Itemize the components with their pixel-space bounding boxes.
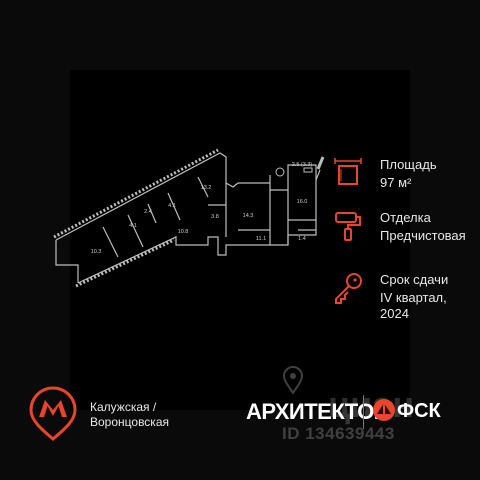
metro-station-line1: Калужская / <box>90 400 157 414</box>
plan-outer-wall-top <box>55 152 239 241</box>
metro-m-icon <box>29 386 77 441</box>
room-label: 3.8 <box>211 214 219 220</box>
watermark-logo: циан <box>328 384 415 425</box>
project-logo: АРХИТЕКТОР <box>246 399 388 424</box>
developer-logo-icon <box>373 399 395 421</box>
metro-station-line2: Воронцовская <box>90 415 169 429</box>
plan-outer-wall-right <box>269 164 317 191</box>
finish-value: Предчистовая <box>380 228 466 243</box>
finish-label: Отделка <box>380 210 431 225</box>
deadline-value-line2: 2024 <box>380 306 409 321</box>
metro-station: Калужская / Воронцовская <box>90 400 169 430</box>
area-value: 97 м² <box>380 175 412 190</box>
plan-outer-wall-bottom <box>77 169 321 284</box>
location-pin-icon <box>282 366 304 394</box>
area-label: Площадь <box>380 157 437 172</box>
room-label: 14.3 <box>243 213 254 219</box>
room-label: 16.0 <box>297 199 308 205</box>
room-label: 11.1 <box>256 236 266 242</box>
room-label: 1.4 <box>298 236 306 242</box>
room-label: 4.1 <box>168 203 176 209</box>
room-label: 10.3 <box>91 249 102 255</box>
room-label: 2.5 (3.3) <box>292 162 313 168</box>
paint-roller-icon <box>335 212 361 241</box>
plan-frame <box>70 70 410 410</box>
deadline-label: Срок сдачи <box>380 272 449 287</box>
room-label: 10.8 <box>178 229 189 235</box>
room-label: 13.2 <box>201 185 212 191</box>
listing-id-watermark: ID 134639443 <box>282 424 395 443</box>
floor-plan: 10.3 4.1 2.4 4.1 13.2 10.8 3.8 14.3 2.5 … <box>53 148 325 288</box>
key-icon <box>335 273 362 304</box>
floor-area-icon <box>334 158 362 185</box>
room-label: 2.4 <box>144 209 152 215</box>
deadline-value-line1: IV квартал, <box>380 290 447 305</box>
developer-name: ФСК <box>397 400 441 422</box>
plan-outer-wall-left <box>55 240 79 283</box>
brand-divider <box>363 395 364 429</box>
room-label: 4.1 <box>129 223 137 229</box>
